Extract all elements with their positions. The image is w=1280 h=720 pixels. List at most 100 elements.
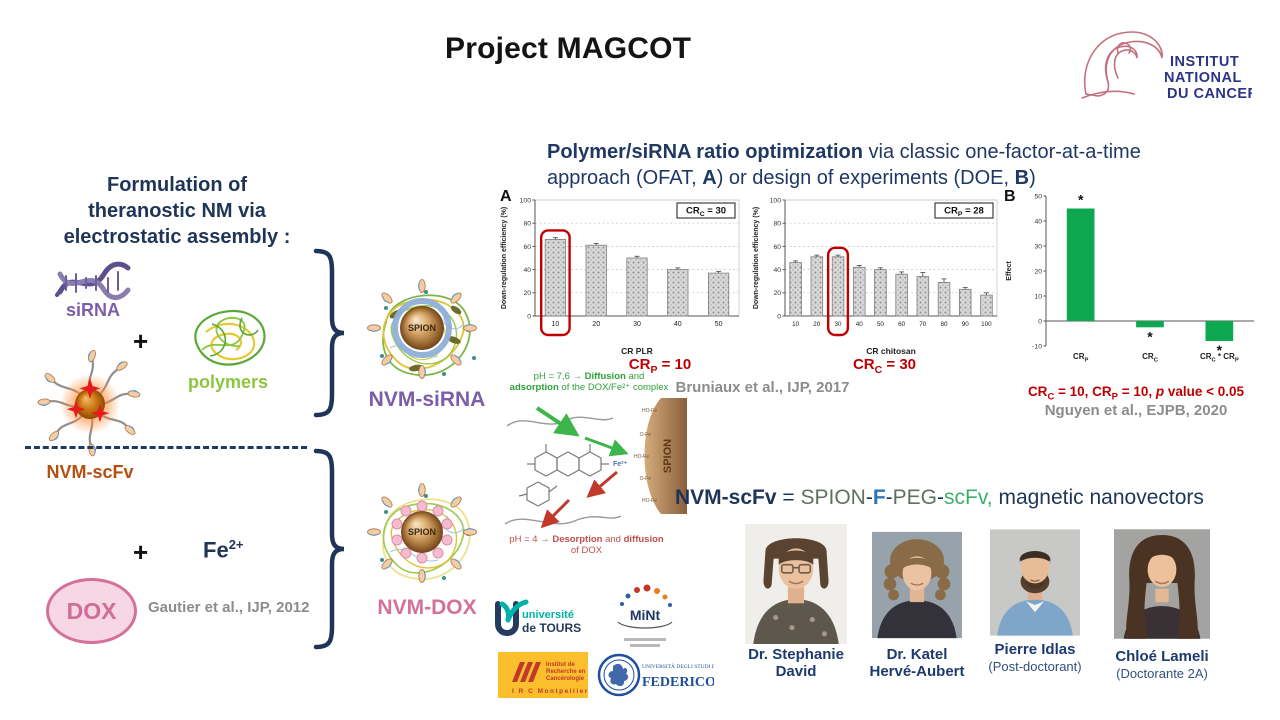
svg-text:Effect: Effect bbox=[1006, 261, 1013, 281]
svg-text:HO-Fe: HO-Fe bbox=[642, 408, 657, 414]
spion-core bbox=[400, 306, 444, 350]
annotation-crc30: CRC = 30 bbox=[852, 356, 917, 376]
plus-sign-1: + bbox=[133, 326, 149, 356]
svg-text:HO-Fe: HO-Fe bbox=[634, 454, 649, 460]
right-heading-line2: approach (OFAT, A) or design of experime… bbox=[547, 167, 1036, 189]
svg-text:HO-Fe: HO-Fe bbox=[642, 498, 657, 504]
panel-label-a: A bbox=[500, 188, 512, 205]
federico-ii-logo: UNIVERSITÀ DEGLI STUDI DI NAPOLI FEDERIC… bbox=[597, 653, 714, 697]
svg-text:CRP = 28: CRP = 28 bbox=[944, 206, 984, 219]
right-heading-line1: Polymer/siRNA ratio optimization via cla… bbox=[547, 141, 1141, 163]
nvm-scfv-icon bbox=[37, 349, 141, 457]
svg-text:100: 100 bbox=[520, 197, 532, 204]
citation-nguyen: Nguyen et al., EJPB, 2020 bbox=[1044, 402, 1228, 419]
spion-core-label: SPION bbox=[408, 527, 436, 537]
team-name-3: Pierre Idlas (Post-doctorant) bbox=[988, 641, 1082, 674]
svg-text:70: 70 bbox=[919, 321, 927, 328]
diffusion-out-arrow bbox=[540, 498, 571, 529]
mint-dots bbox=[620, 584, 672, 607]
svg-text:Down-regulation efficiency (%): Down-regulation efficiency (%) bbox=[501, 207, 508, 309]
svg-text:*: * bbox=[1217, 342, 1223, 358]
svg-text:50: 50 bbox=[1034, 193, 1042, 200]
desorption-arrow bbox=[586, 470, 618, 498]
svg-text:Institut de: Institut de bbox=[546, 662, 575, 668]
annotation-doe: CRC = 10, CRP = 10, p value < 0.05 bbox=[1027, 384, 1245, 403]
dox-molecules bbox=[391, 500, 453, 564]
svg-text:40: 40 bbox=[856, 321, 864, 328]
svg-text:I R C Montpellier: I R C Montpellier bbox=[512, 688, 588, 695]
spion-surface bbox=[644, 398, 687, 514]
svg-text:10: 10 bbox=[792, 321, 800, 328]
svg-text:10: 10 bbox=[552, 321, 560, 328]
svg-text:60: 60 bbox=[898, 321, 906, 328]
svg-text:40: 40 bbox=[674, 321, 682, 328]
svg-text:CRP: CRP bbox=[1073, 352, 1089, 364]
svg-text:20: 20 bbox=[773, 290, 781, 297]
spion-surface-label: SPION bbox=[662, 439, 674, 473]
svg-text:université: université bbox=[522, 609, 574, 621]
svg-text:100: 100 bbox=[770, 197, 782, 204]
svg-text:CR PLR: CR PLR bbox=[621, 346, 653, 356]
svg-text:Down-regulation efficiency (%): Down-regulation efficiency (%) bbox=[753, 207, 760, 309]
svg-text:MiNt: MiNt bbox=[630, 607, 661, 623]
nvm-scfv-label: NVM-scFv bbox=[46, 462, 134, 482]
svg-text:O-Fe: O-Fe bbox=[640, 432, 652, 438]
nvm-dox-label: NVM-DOX bbox=[377, 596, 477, 619]
polymers-icon bbox=[194, 309, 266, 366]
nvm-formula: NVM-scFv = SPION-F-PEG-scFv, magnetic na… bbox=[675, 486, 1204, 509]
svg-text:CRC * CRP: CRC * CRP bbox=[1200, 352, 1239, 364]
inca-figure-icon bbox=[1081, 31, 1163, 99]
svg-text:20: 20 bbox=[813, 321, 821, 328]
svg-text:40: 40 bbox=[523, 267, 531, 274]
brace-dox bbox=[313, 448, 345, 650]
svg-text:40: 40 bbox=[773, 267, 781, 274]
sirna-icon bbox=[55, 261, 131, 300]
svg-text:80: 80 bbox=[523, 221, 531, 228]
dox-structure bbox=[518, 444, 609, 507]
svg-text:30: 30 bbox=[633, 321, 641, 328]
fe-ion-label: Fe2+ bbox=[203, 537, 244, 563]
team-name-4: Chloé Lameli (Doctorante 2A) bbox=[1115, 648, 1209, 681]
chem-ph76-caption: pH = 7,6 → Diffusion and adsorption of t… bbox=[509, 371, 669, 393]
citation-gautier: Gautier et al., IJP, 2012 bbox=[148, 599, 310, 616]
inca-text-line2: NATIONAL bbox=[1164, 70, 1242, 86]
section-divider bbox=[25, 446, 307, 449]
irc-montpellier-logo: Institut de Recherche en Cancérologie I … bbox=[498, 652, 588, 698]
panel-label-b: B bbox=[1004, 188, 1016, 205]
svg-text:20: 20 bbox=[1034, 268, 1042, 275]
svg-text:-10: -10 bbox=[1032, 343, 1042, 350]
svg-text:80: 80 bbox=[940, 321, 948, 328]
inca-logo: INSTITUT NATIONAL DU CANCER bbox=[1081, 31, 1252, 102]
sirna-label: siRNA bbox=[65, 300, 120, 320]
svg-text:10: 10 bbox=[1034, 293, 1042, 300]
svg-text:0: 0 bbox=[777, 313, 781, 320]
svg-text:CRC: CRC bbox=[1142, 352, 1159, 364]
nvm-sirna-illustration: SPION bbox=[367, 279, 477, 379]
inca-text-line1: INSTITUT bbox=[1170, 54, 1239, 70]
portrait-chloe-lameli bbox=[1114, 529, 1210, 639]
dox-spion-diagram: SPION HO-Fe O-Fe HO-Fe O-Fe HO-Fe Fe²⁺ bbox=[504, 398, 687, 529]
team-name-1: Dr. Stephanie David bbox=[748, 646, 844, 680]
left-heading: Formulation of theranostic NM via electr… bbox=[63, 174, 291, 248]
spion-fe-labels: HO-Fe O-Fe HO-Fe O-Fe HO-Fe bbox=[634, 408, 657, 504]
spion-core bbox=[401, 511, 443, 553]
svg-text:50: 50 bbox=[877, 321, 885, 328]
svg-text:Cancérologie: Cancérologie bbox=[546, 676, 585, 682]
magnetic-stars bbox=[66, 378, 110, 423]
svg-text:0: 0 bbox=[1038, 318, 1042, 325]
scfv-antibodies bbox=[367, 483, 477, 583]
right-heading: Polymer/siRNA ratio optimization via cla… bbox=[547, 139, 1247, 191]
federico-seal-figure bbox=[608, 663, 629, 687]
fe-ion-small-label: Fe²⁺ bbox=[613, 461, 628, 468]
svg-text:*: * bbox=[1078, 192, 1084, 208]
nvm-dox-illustration: SPION bbox=[367, 483, 477, 583]
svg-text:50: 50 bbox=[715, 321, 723, 328]
svg-text:0: 0 bbox=[527, 313, 531, 320]
svg-text:100: 100 bbox=[981, 321, 992, 328]
annotation-crp10: CRP = 10 bbox=[628, 356, 692, 376]
svg-text:40: 40 bbox=[1034, 218, 1042, 225]
svg-text:CRC = 30: CRC = 30 bbox=[686, 206, 726, 219]
